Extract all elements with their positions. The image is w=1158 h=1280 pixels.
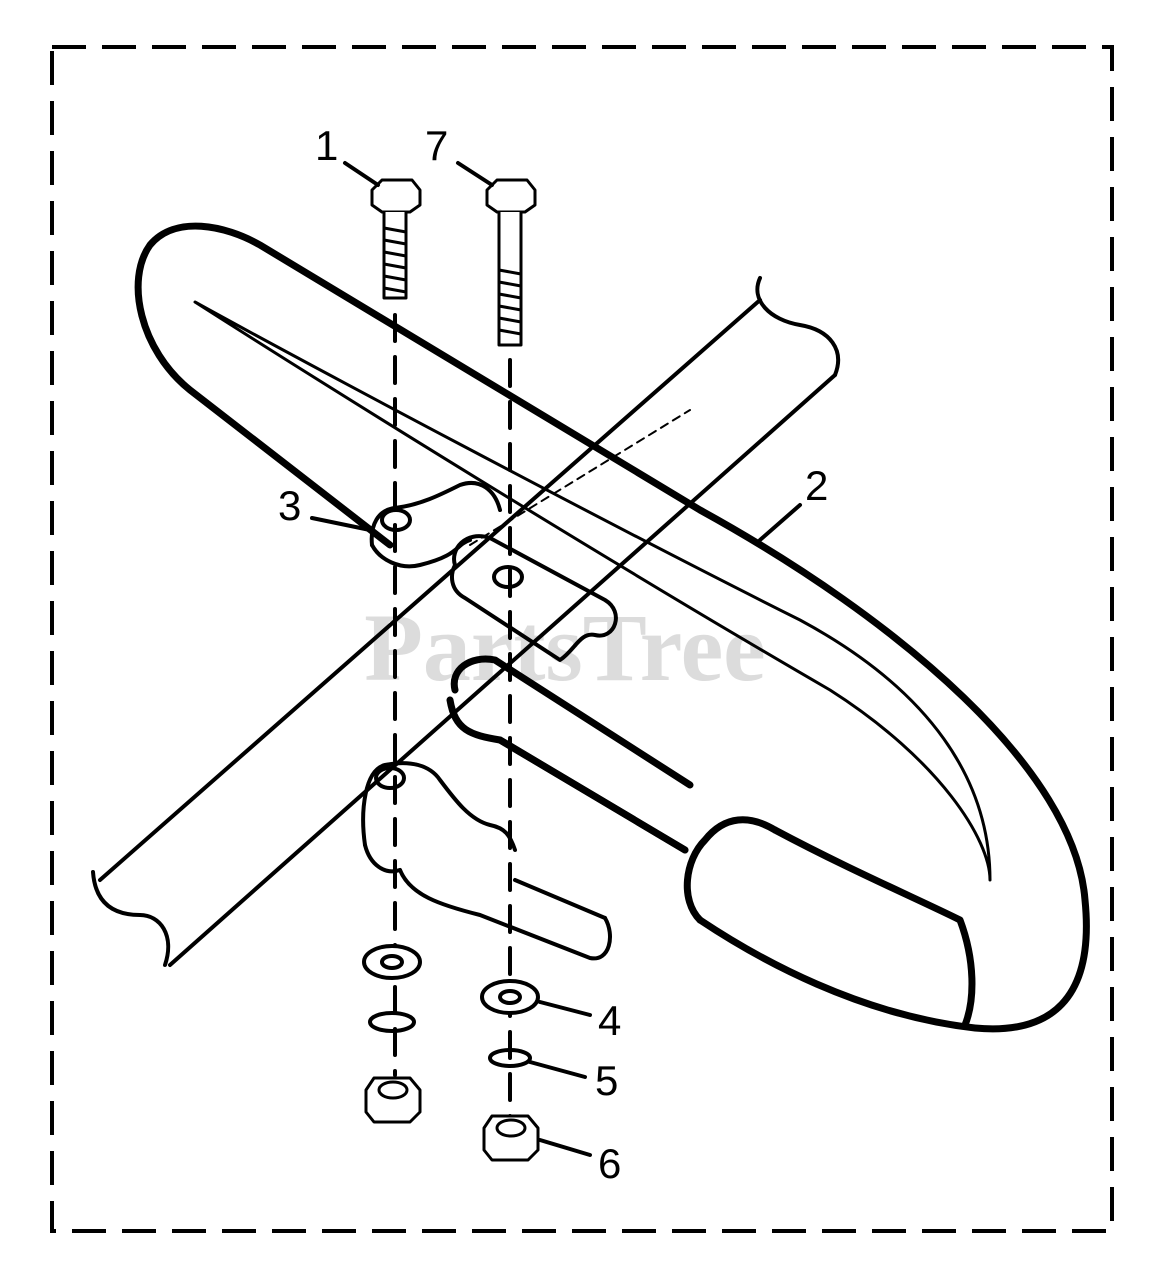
upper-clamp xyxy=(369,481,618,662)
washer-left xyxy=(362,944,422,980)
watermark: PartsTree xyxy=(364,594,766,701)
callout-5: 5 xyxy=(595,1057,618,1104)
bolt-long xyxy=(485,178,537,347)
bump-guard xyxy=(134,222,1090,1033)
nut-right xyxy=(482,1114,540,1162)
dashed-frame xyxy=(50,45,1114,1233)
leader-lines xyxy=(310,161,802,1157)
bolt-short xyxy=(370,178,422,300)
callout-6: 6 xyxy=(598,1140,621,1187)
callout-7: 7 xyxy=(425,122,448,169)
callout-1: 1 xyxy=(315,122,338,169)
callout-4: 4 xyxy=(598,997,621,1044)
callout-2: 2 xyxy=(805,462,828,509)
callout-3: 3 xyxy=(278,482,301,529)
washer-right xyxy=(480,979,540,1015)
lower-clamp xyxy=(361,761,612,961)
handle-tube xyxy=(91,276,841,967)
nut-left xyxy=(364,1076,422,1124)
lock-washer-left xyxy=(368,1011,416,1033)
lock-washer-right xyxy=(488,1048,532,1068)
guard-groove xyxy=(193,300,992,882)
hidden-line xyxy=(469,409,691,546)
